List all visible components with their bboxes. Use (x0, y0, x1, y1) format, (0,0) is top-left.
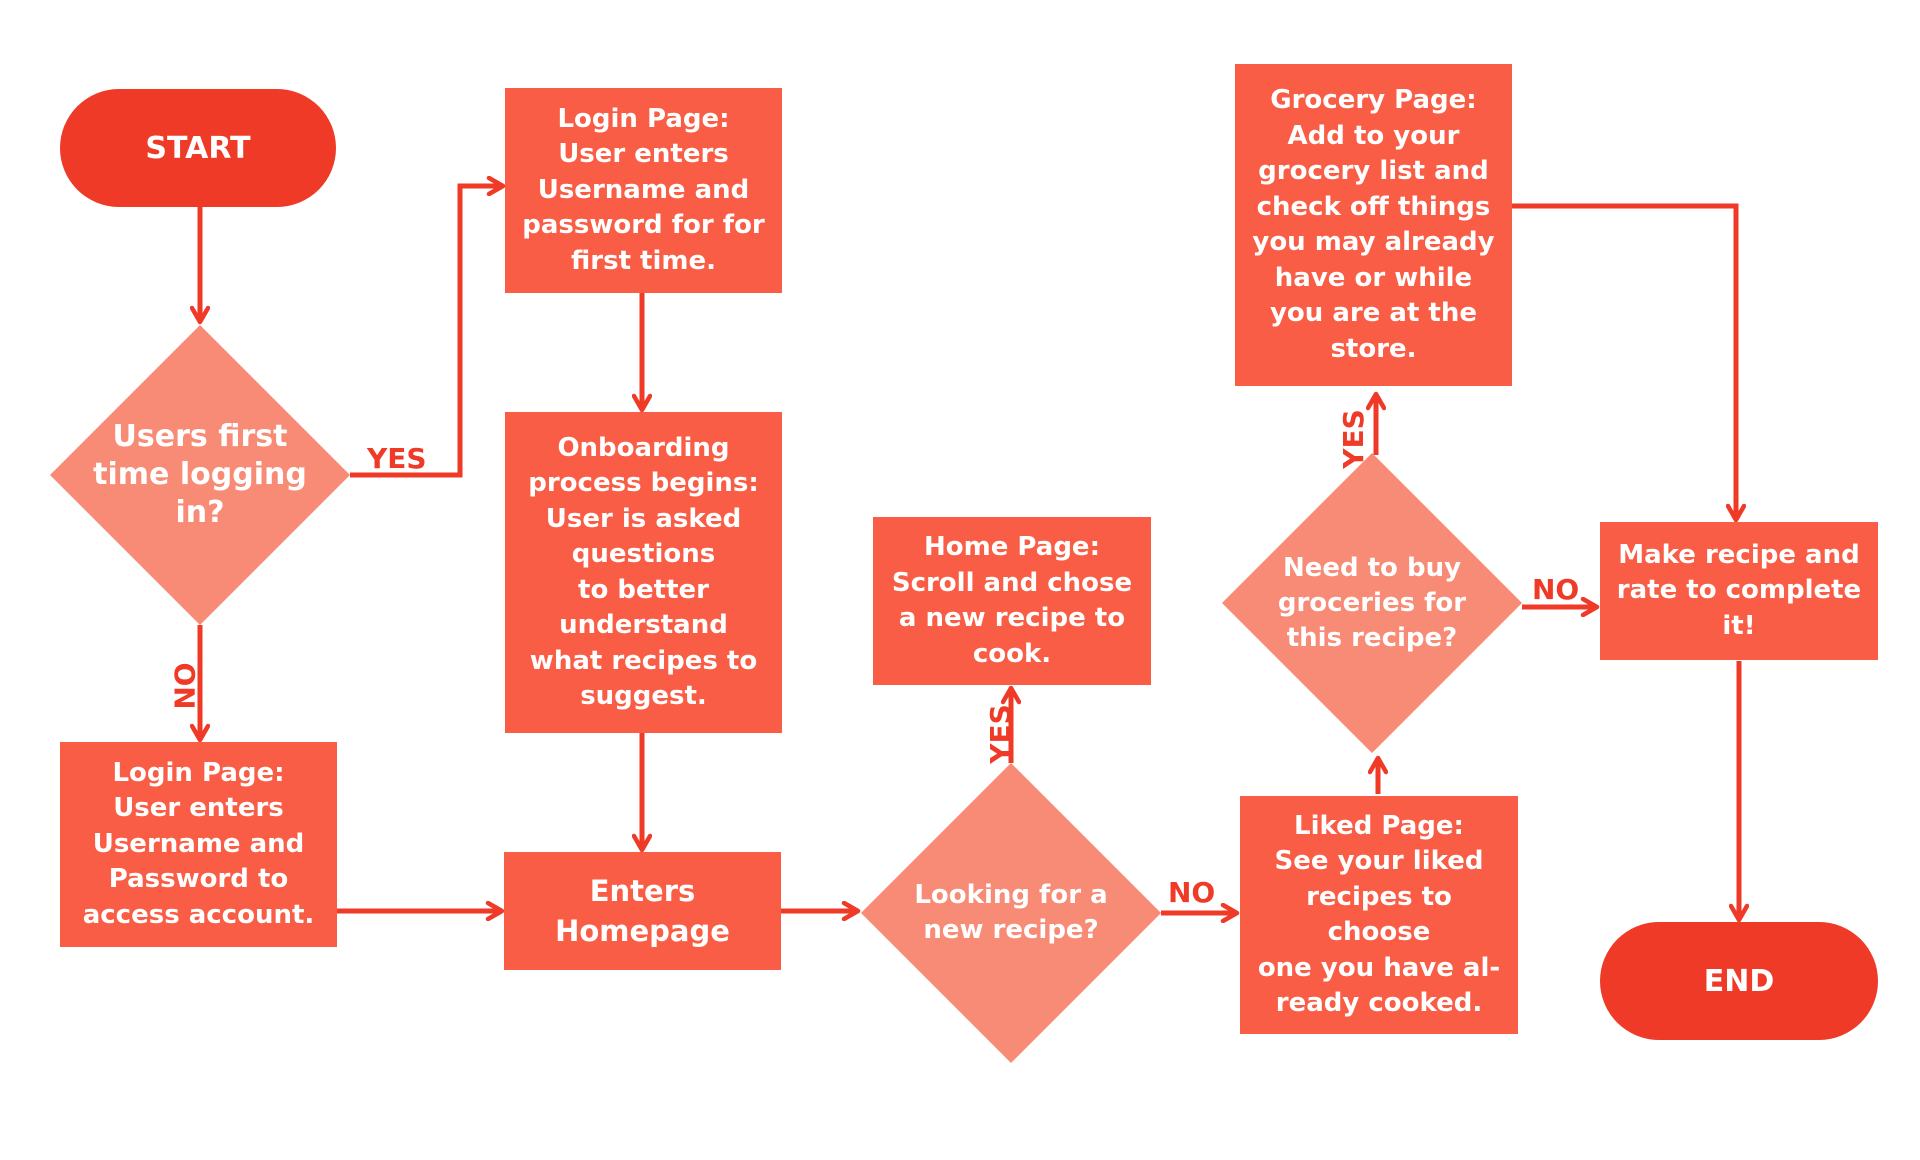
decision-new-recipe (861, 763, 1161, 1063)
process-grocery-page: Grocery Page: Add to your grocery list a… (1235, 64, 1512, 386)
process-make-recipe: Make recipe and rate to complete it! (1600, 522, 1878, 660)
label-yes-first-time: YES (367, 442, 427, 475)
process-make-recipe-text: Make recipe and rate to complete it! (1616, 539, 1862, 641)
decision-new-recipe-text: Looking for a new recipe? (914, 880, 1108, 945)
decision-need-groceries-text: Need to buy groceries for this recipe? (1277, 552, 1467, 653)
decision-first-time-text-box: Users first time logging in? (80, 395, 320, 555)
process-home-page: Home Page: Scroll and chose a new recipe… (873, 517, 1151, 685)
process-login-return: Login Page: User enters Username and Pas… (60, 742, 337, 947)
label-no-first-time: NO (168, 662, 202, 710)
decision-first-time-text: Users first time logging in? (93, 419, 307, 530)
connector-grocery-to-make-recipe (1512, 203, 1736, 520)
process-home-page-text: Home Page: Scroll and chose a new recipe… (891, 532, 1133, 669)
process-grocery-page-text: Grocery Page: Add to your grocery list a… (1252, 85, 1495, 364)
decision-first-time (50, 325, 350, 625)
label-yes-new-recipe: YES (983, 704, 1017, 764)
end-terminal-label: END (1703, 963, 1775, 999)
process-onboarding-text: Onboarding process begins: User is asked… (528, 432, 759, 712)
end-terminal: END (1600, 922, 1878, 1040)
decision-need-groceries-text-box: Need to buy groceries for this recipe? (1262, 543, 1482, 663)
label-no-grocery: NO (1532, 573, 1580, 606)
process-enters-homepage: Enters Homepage (504, 852, 781, 970)
decision-new-recipe-text-box: Looking for a new recipe? (891, 863, 1131, 963)
process-login-first-time: Login Page: User enters Username and pas… (505, 88, 782, 293)
process-liked-page-text: Liked Page: See your liked recipes to ch… (1257, 810, 1501, 1019)
process-onboarding: Onboarding process begins: User is asked… (505, 412, 782, 733)
decision-need-groceries (1222, 453, 1522, 753)
label-yes-grocery: YES (1336, 409, 1370, 469)
connector-yes-to-login-first (350, 186, 503, 478)
process-liked-page: Liked Page: See your liked recipes to ch… (1240, 796, 1518, 1034)
process-login-first-time-text: Login Page: User enters Username and pas… (522, 103, 765, 276)
label-no-new-recipe: NO (1168, 876, 1216, 909)
process-login-return-text: Login Page: User enters Username and Pas… (82, 757, 315, 930)
start-terminal: START (60, 89, 336, 207)
process-enters-homepage-text: Enters Homepage (555, 874, 730, 948)
start-terminal-label: START (145, 130, 251, 166)
